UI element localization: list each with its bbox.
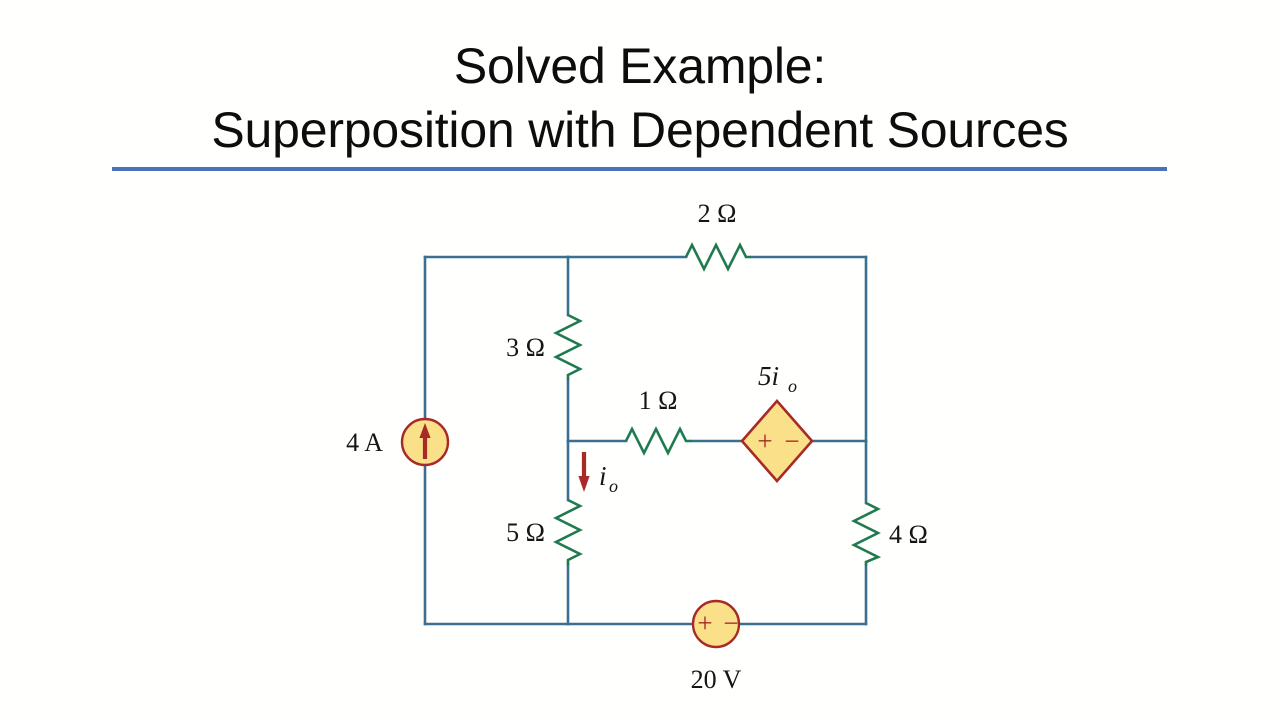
voltage-source-body [691, 599, 741, 649]
resistor-2-ohm-label: 2 Ω [698, 199, 737, 228]
resistor-4-ohm-label: 4 Ω [889, 520, 928, 549]
branch-current-symbol: i [599, 461, 607, 491]
resistor-2-ohm-symbol [684, 242, 751, 272]
resistor-1-ohm-label: 1 Ω [639, 386, 678, 415]
branch-current-label: i o [599, 461, 618, 496]
title-underline-rule [112, 167, 1167, 171]
circuit-wires [423, 255, 868, 626]
current-source-4a[interactable] [400, 417, 450, 467]
title-line-1: Solved Example: [453, 38, 827, 94]
voltage-source-label: 20 V [691, 665, 742, 694]
title-line-2: Superposition with Dependent Sources [211, 102, 1069, 158]
resistor-3-ohm-symbol [553, 313, 583, 380]
resistor-5-ohm-symbol [553, 498, 583, 565]
current-source-up-arrow-icon [419, 423, 431, 459]
dependent-source-minus-sign: − [784, 426, 799, 456]
dependent-source-label: 5i o [758, 361, 797, 396]
resistor-1-ohm-symbol [624, 426, 691, 456]
voltage-source-20v[interactable]: + − [691, 599, 741, 649]
dependent-voltage-source[interactable]: + − [740, 399, 814, 483]
circuit-svg: 4 A + − 5i o + − 20 V [346, 199, 928, 694]
resistor-5-ohm-label: 5 Ω [506, 518, 545, 547]
current-source-label: 4 A [346, 428, 383, 457]
current-arrow-io [578, 452, 590, 492]
voltage-source-plus-sign: + [697, 608, 712, 638]
dependent-source-coeff: 5i [758, 361, 779, 391]
circuit-diagram: 4 A + − 5i o + − 20 V [0, 180, 1280, 720]
resistor-4-ohm-symbol [851, 501, 882, 565]
dependent-source-subscript: o [788, 376, 797, 396]
dependent-source-plus-sign: + [757, 426, 772, 456]
branch-current-subscript: o [609, 476, 618, 496]
resistor-3-ohm-label: 3 Ω [506, 333, 545, 362]
slide-title: Solved Example: Superposition with Depen… [0, 34, 1280, 162]
dependent-source-diamond-body [740, 399, 814, 483]
circuit-resistors [553, 242, 882, 565]
voltage-source-minus-sign: − [723, 608, 738, 638]
